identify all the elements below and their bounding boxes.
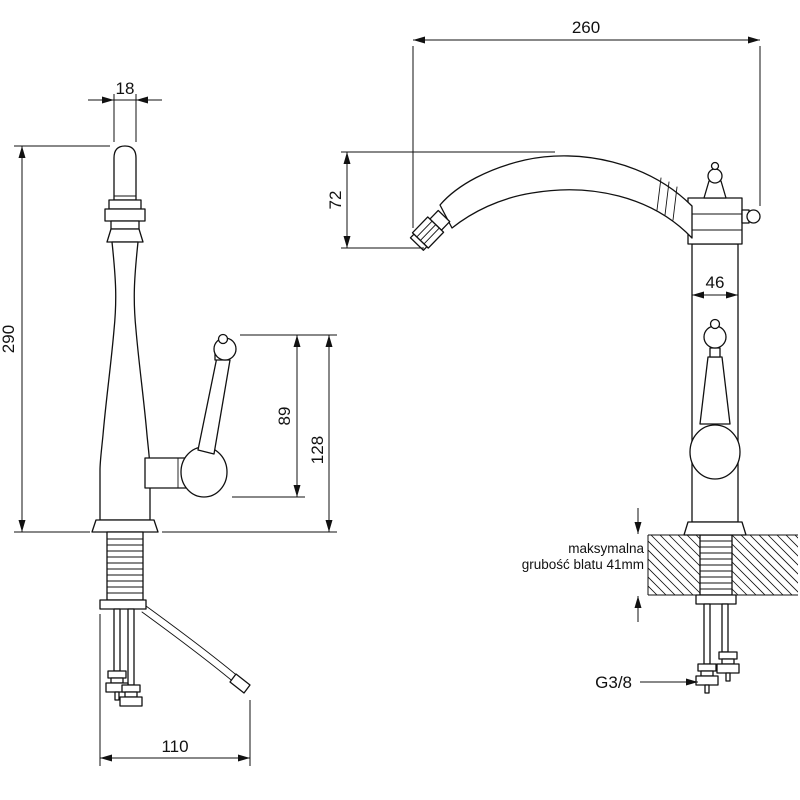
dimension-spout-drop: 72 <box>326 151 555 249</box>
side-mounting-hardware <box>695 594 740 694</box>
dim-72-label: 72 <box>326 191 345 210</box>
front-handle <box>144 333 237 498</box>
front-spout-tube <box>113 145 137 201</box>
front-body <box>99 241 151 521</box>
front-threaded-shank <box>106 531 144 601</box>
side-view <box>409 155 798 694</box>
dimension-spout-width: 18 <box>88 79 162 142</box>
dim-290-label: 290 <box>0 325 18 353</box>
thread-label: G3/8 <box>595 673 632 692</box>
front-mounting-hardware <box>99 599 147 707</box>
counter-note-line1: maksymalna <box>568 541 644 556</box>
dim-128-label: 128 <box>308 436 327 464</box>
front-base-flange <box>91 519 159 533</box>
dimension-total-height: 290 <box>0 145 110 533</box>
dim-18-label: 18 <box>116 79 135 98</box>
counter-note-line2: grubość blatu 41mm <box>522 557 644 572</box>
dim-110-label: 110 <box>161 737 188 756</box>
dim-46-label: 46 <box>706 273 725 292</box>
side-base-flange <box>683 521 747 536</box>
side-handle <box>689 318 741 480</box>
front-supply-hose <box>141 605 251 694</box>
side-top-collar <box>687 161 761 245</box>
counter-thickness-note: maksymalna grubość blatu 41mm <box>522 508 644 622</box>
spout-aerator <box>409 209 451 251</box>
dimension-body-width: 46 <box>691 273 739 300</box>
dim-260-label: 260 <box>572 18 600 37</box>
dim-89-label: 89 <box>275 407 294 426</box>
side-threaded-shank <box>699 534 733 596</box>
dimension-handle-height: 128 <box>162 335 337 533</box>
front-spout-collar <box>104 199 146 243</box>
dimension-handle-to-pivot: 89 <box>232 334 337 498</box>
side-spout <box>409 155 693 251</box>
front-view <box>91 145 251 707</box>
dimension-spout-reach: 260 <box>412 18 761 228</box>
dimension-hose-length: 110 <box>99 614 251 766</box>
thread-callout: G3/8 <box>595 673 698 692</box>
